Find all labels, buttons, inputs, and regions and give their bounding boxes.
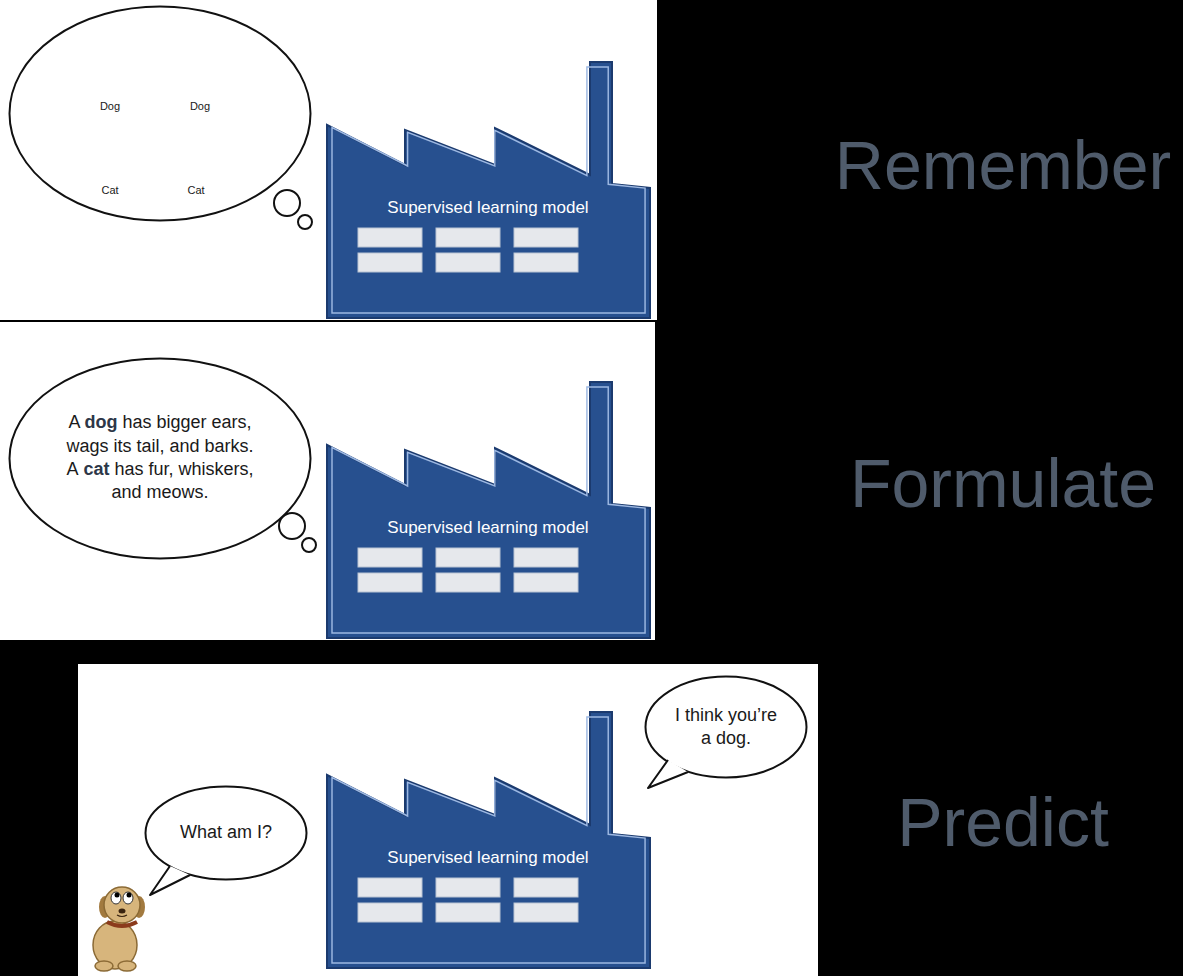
factory-window	[358, 878, 422, 897]
model-label: Supervised learning model	[387, 847, 588, 869]
factory-window	[358, 548, 422, 567]
bubble-text: I think you’re a dog.	[670, 704, 782, 751]
factory-window	[358, 573, 422, 592]
bubble-tail	[648, 760, 688, 788]
icon-caption: Dog	[100, 99, 120, 113]
factory-window	[514, 903, 578, 922]
bold-word: dog	[84, 412, 117, 432]
illustration-part	[107, 922, 137, 926]
bubble-tail-edge	[648, 760, 688, 788]
illustration-part	[123, 892, 133, 904]
factory-body	[327, 62, 650, 318]
illustration-part	[95, 961, 113, 971]
factory-window	[436, 548, 500, 567]
factory-window	[514, 548, 578, 567]
puppy-figure	[93, 887, 145, 971]
factory-window	[436, 228, 500, 247]
illustration-part	[118, 961, 136, 971]
factory-model-outline	[327, 382, 652, 638]
illustration-part	[119, 909, 126, 914]
factory-window	[358, 253, 422, 272]
illustration-part	[274, 190, 300, 216]
illustration-part	[127, 893, 132, 898]
factory-window	[436, 573, 500, 592]
factory-window	[514, 228, 578, 247]
factory-window	[514, 878, 578, 897]
factory-body	[327, 382, 650, 638]
factory-window	[436, 253, 500, 272]
factory-window	[514, 253, 578, 272]
panels	[0, 0, 818, 976]
factory-model-outline	[327, 62, 652, 318]
factory-trim	[332, 67, 645, 313]
thought-bubble-outline	[8, 5, 312, 222]
factory-window	[436, 903, 500, 922]
bubble-outline	[10, 359, 311, 559]
factory-window	[358, 228, 422, 247]
thought-bubble-outline	[8, 357, 312, 560]
bubble-outline	[146, 787, 307, 880]
factory-window	[436, 878, 500, 897]
factory-model-outline	[327, 712, 652, 968]
factory-trim	[332, 717, 645, 963]
icon-caption: Dog	[190, 99, 210, 113]
bubble-tail	[150, 866, 190, 895]
factory-trim	[332, 387, 645, 633]
stage-label: Predict	[897, 785, 1109, 860]
factory-model: Supervised learning model	[327, 382, 652, 638]
stage-label: Formulate	[850, 446, 1156, 521]
bubble-text: What am I?	[180, 821, 272, 844]
icon-caption: Cat	[187, 183, 204, 197]
illustration-part	[302, 538, 316, 552]
illustration-part	[298, 215, 312, 229]
speech-bubble: I think you’re a dog.	[644, 675, 808, 779]
panel	[0, 322, 655, 640]
panel	[78, 664, 818, 976]
factory-window	[514, 573, 578, 592]
stage-label: Remember	[835, 128, 1171, 203]
icon-caption: Cat	[101, 183, 118, 197]
illustration-part	[115, 893, 120, 898]
bold-word: cat	[83, 459, 109, 479]
panel	[0, 0, 657, 320]
factory-model: Supervised learning model	[327, 62, 652, 318]
illustration-part	[104, 887, 140, 923]
thought-bubble: Dog DogCat Cat	[8, 5, 312, 222]
illustration-part	[111, 892, 121, 904]
illustration-part	[117, 915, 127, 917]
bubble-outline	[10, 7, 311, 221]
bubble-text: A dog has bigger ears, wags its tail, an…	[59, 411, 261, 505]
thought-bubble: A dog has bigger ears, wags its tail, an…	[8, 357, 312, 560]
model-label: Supervised learning model	[387, 517, 588, 539]
factory-model: Supervised learning model	[327, 712, 652, 968]
speech-bubble-outline	[644, 675, 808, 779]
speech-bubble: What am I?	[144, 785, 308, 881]
factory-body	[327, 712, 650, 968]
factory-window	[358, 903, 422, 922]
bubble-tail-edge	[150, 866, 190, 895]
model-label: Supervised learning model	[387, 197, 588, 219]
